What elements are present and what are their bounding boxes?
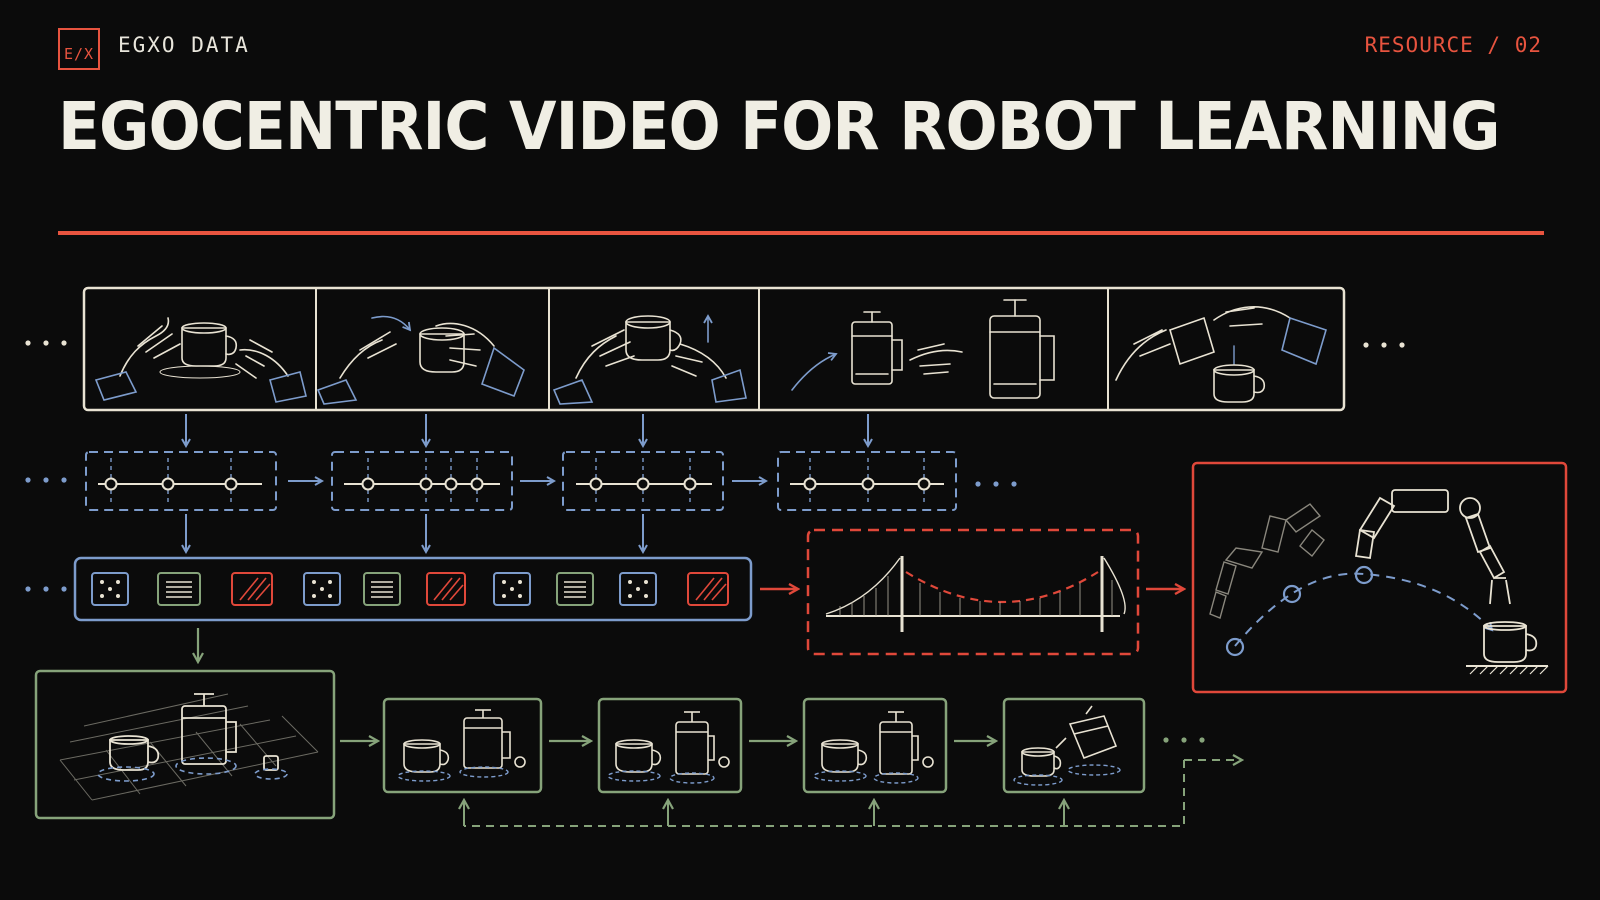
frame-hands-mug <box>94 317 307 403</box>
robot-arm-icon <box>1191 461 1568 694</box>
token-lines <box>157 572 594 606</box>
page-title: EGOCENTRIC VIDEO FOR ROBOT LEARNING <box>58 88 1501 165</box>
token-hatch <box>231 572 729 606</box>
state-frames <box>382 697 1242 827</box>
frame-reach-press <box>791 299 1055 399</box>
arrows-tracks-to-tokens <box>186 514 643 552</box>
frame-grasp-mug <box>316 315 525 405</box>
token-dice <box>91 572 657 606</box>
logo-text: E/X <box>63 45 95 63</box>
frame-lift-mug <box>552 314 747 405</box>
arrows-frames-to-tracks <box>186 414 868 446</box>
brand-name: EGXO DATA <box>118 33 250 57</box>
resource-label: RESOURCE / 02 <box>1364 33 1542 57</box>
token-sequence <box>25 556 798 622</box>
logo-icon: E/X <box>58 28 100 70</box>
title-divider <box>58 231 1544 235</box>
bridge-icon <box>806 528 1184 656</box>
frame-pour <box>1115 306 1327 403</box>
scene-graph-icon <box>34 669 378 820</box>
keypoint-tracks <box>25 451 1017 511</box>
video-frame-strip <box>25 286 1405 412</box>
